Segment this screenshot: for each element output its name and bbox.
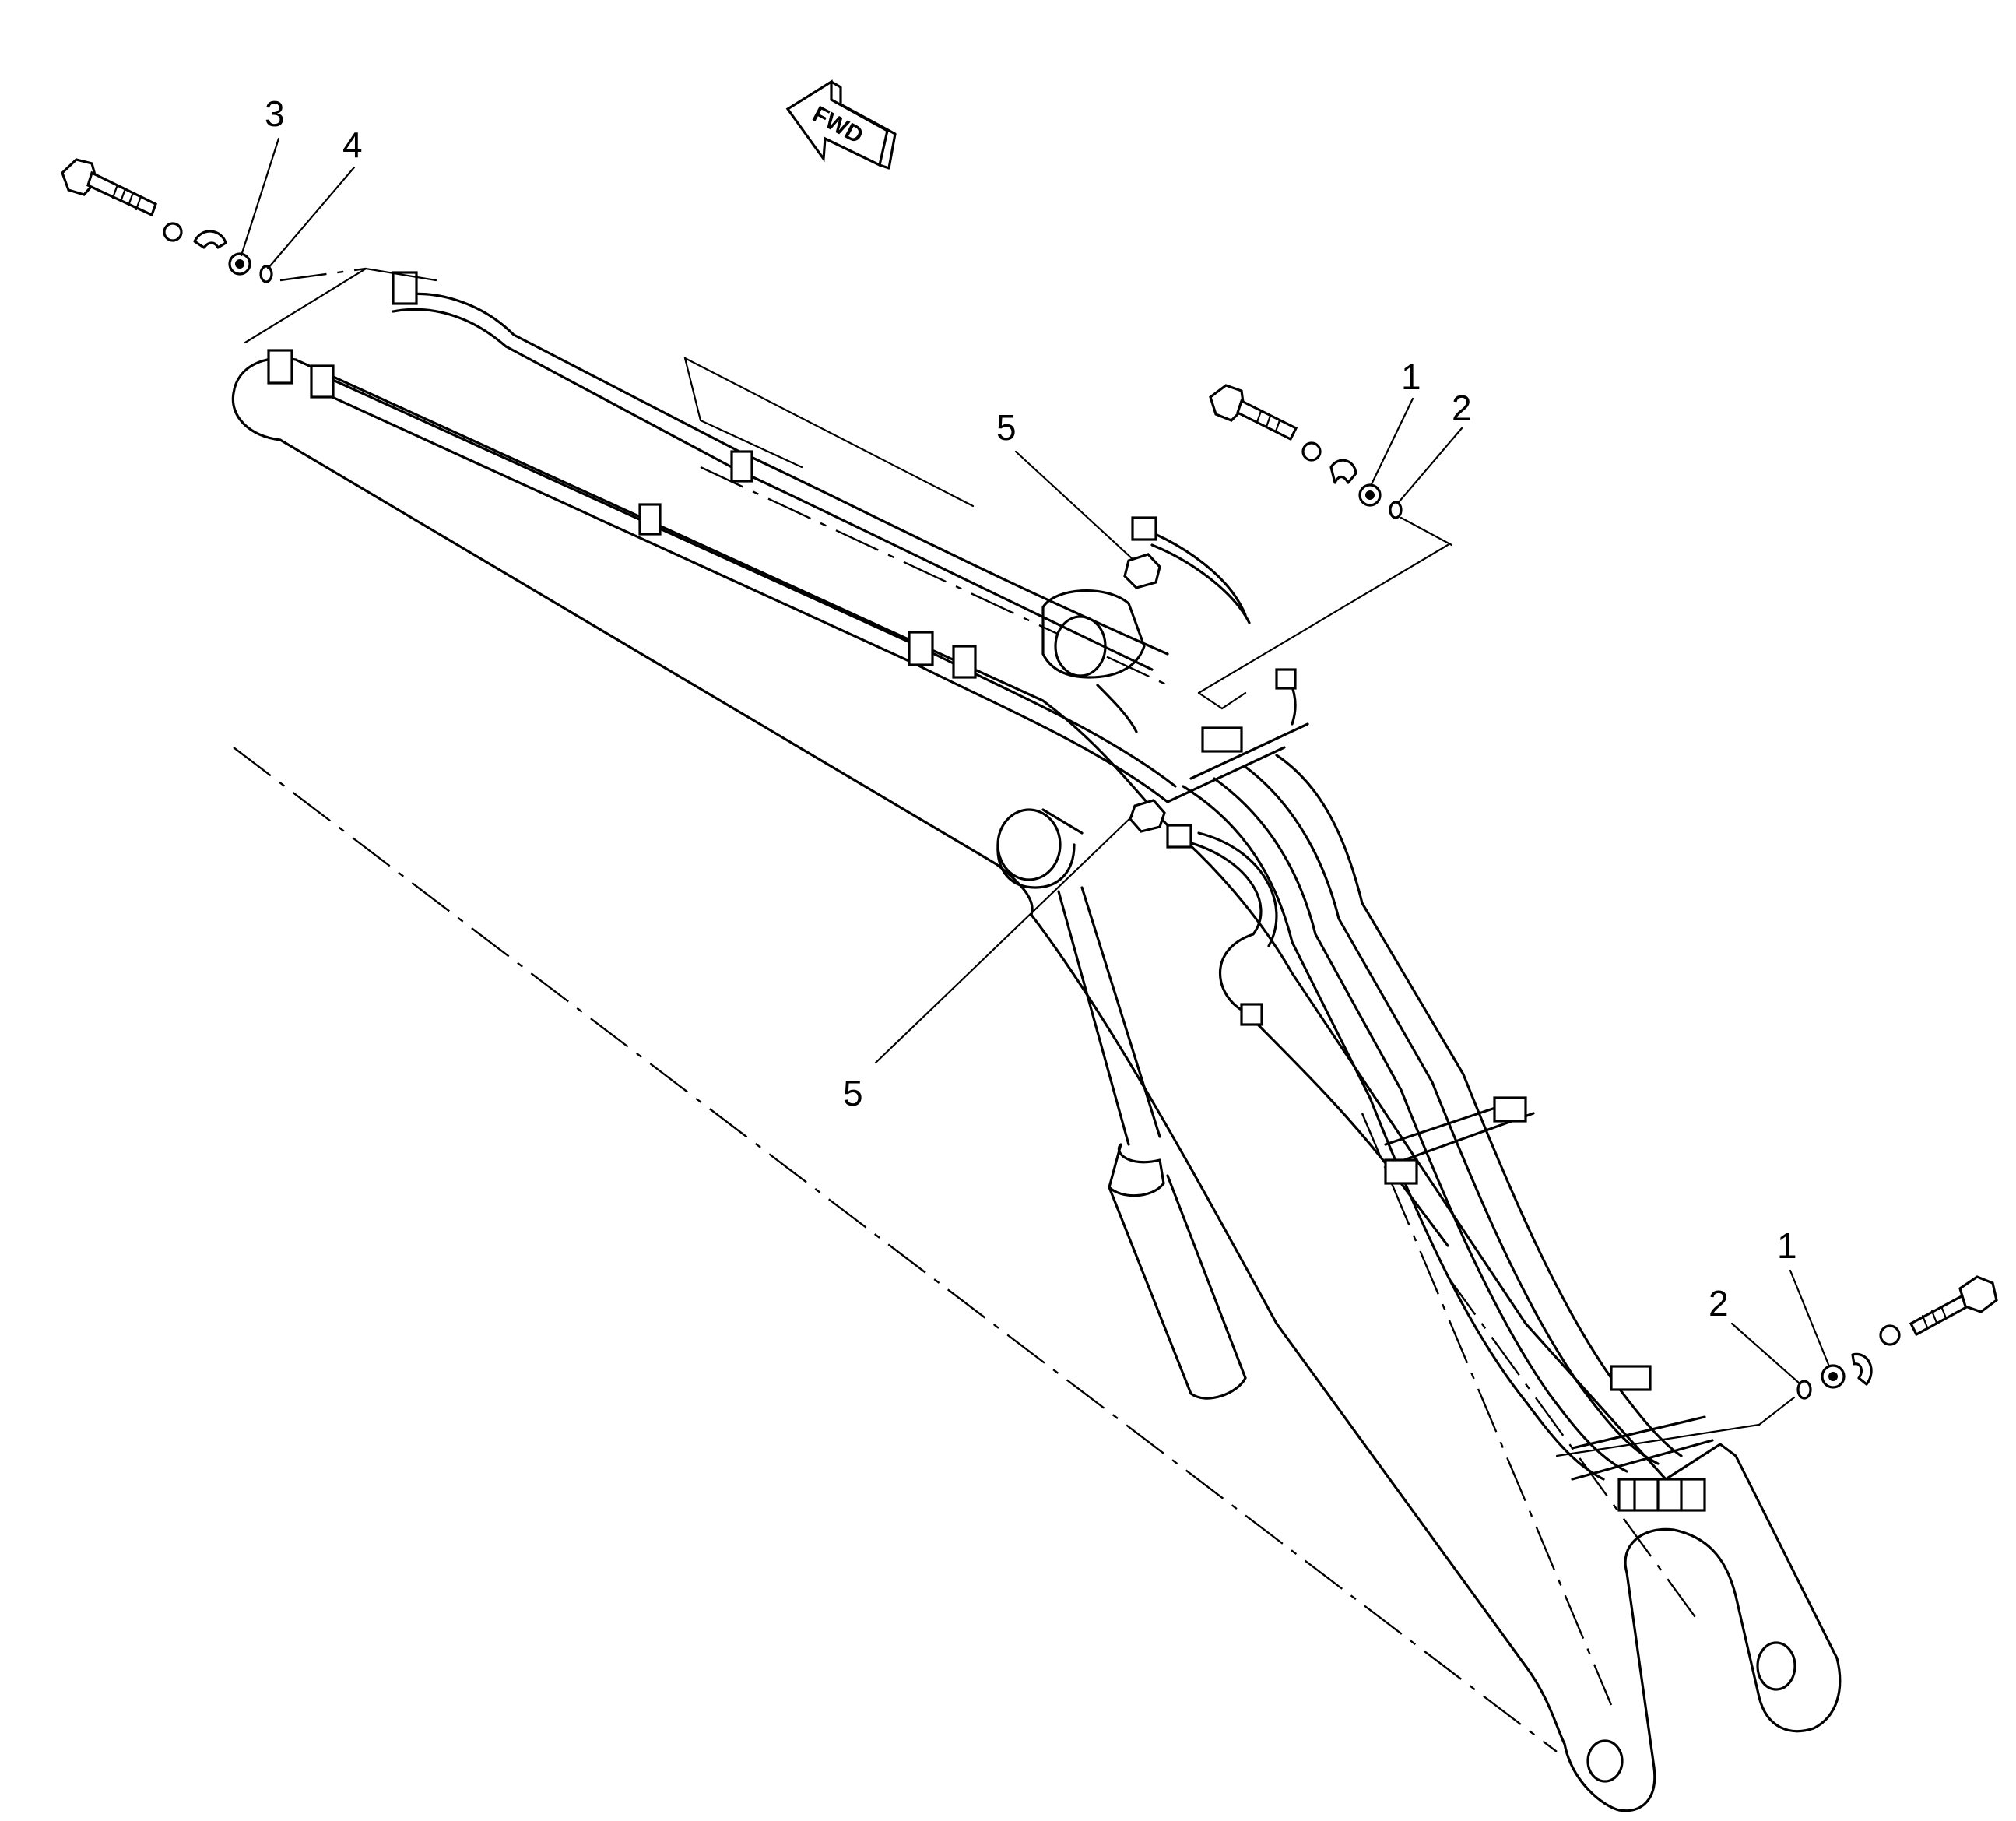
boom-foot-pin-left	[1586, 1739, 1624, 1783]
bolt-icon	[1909, 1275, 1998, 1337]
pipe-clamp	[952, 645, 977, 679]
pipe-clamp	[1384, 1158, 1418, 1185]
bolt-icon	[61, 158, 157, 217]
callout-2-lower: 2	[1709, 1283, 1729, 1324]
callout-1-lower: 1	[1777, 1225, 1797, 1266]
callout-5-upper: 5	[996, 407, 1017, 448]
callout-leaders	[240, 137, 1831, 1385]
nut-icon	[1129, 799, 1166, 833]
callout-3: 3	[265, 93, 285, 134]
callout-2-upper: 2	[1452, 388, 1472, 428]
hose-fitting	[1240, 1003, 1263, 1026]
boom-cylinder	[1057, 886, 1247, 1400]
hardware-set-lower-right	[1758, 1275, 1998, 1426]
pipe-clamp	[392, 271, 418, 305]
fitting-block	[1617, 1478, 1706, 1512]
pipe-clamp	[1493, 1096, 1527, 1123]
o-ring-icon	[259, 265, 273, 283]
clamp-icon	[193, 230, 227, 249]
boom-body	[231, 357, 1842, 1812]
pipe-clamp	[1610, 1365, 1652, 1391]
hose-fitting	[1131, 516, 1157, 541]
pipe-clamp	[730, 450, 753, 483]
boom-foot-pin-right	[1756, 1641, 1796, 1691]
callouts: 3 4 1 2 5 5 2 1	[265, 93, 1797, 1324]
pipe-clamp	[1201, 726, 1243, 753]
callout-4: 4	[342, 125, 363, 165]
hardware-set-upper-right	[1209, 384, 1453, 547]
o-ring-icon	[1796, 1380, 1812, 1400]
clamp-icon	[1329, 459, 1357, 484]
pipe-clamp	[908, 631, 934, 666]
hose-fitting	[1166, 824, 1192, 849]
pipe-clamp	[638, 503, 662, 536]
pipe-clamp	[310, 364, 335, 399]
pipe-clamp	[267, 349, 293, 385]
hose-fitting	[1275, 668, 1297, 690]
callout-5-lower: 5	[843, 1073, 863, 1113]
spring-washer-icon	[1301, 441, 1322, 462]
fwd-arrow-icon: FWD	[785, 79, 897, 170]
nut-icon	[1123, 553, 1161, 589]
boom-cylinder-pin-boss	[996, 808, 1084, 889]
hardware-set-upper-left	[61, 158, 367, 283]
boom-upper-boss	[1041, 589, 1146, 733]
callout-1-upper: 1	[1401, 357, 1421, 397]
clamp-icon	[1851, 1352, 1873, 1386]
hydraulic-pipes	[244, 267, 1761, 1512]
bolt-icon	[1209, 384, 1298, 441]
spring-washer-icon	[1879, 1324, 1901, 1346]
spring-washer-icon	[163, 222, 183, 242]
o-ring-icon	[1389, 501, 1403, 519]
